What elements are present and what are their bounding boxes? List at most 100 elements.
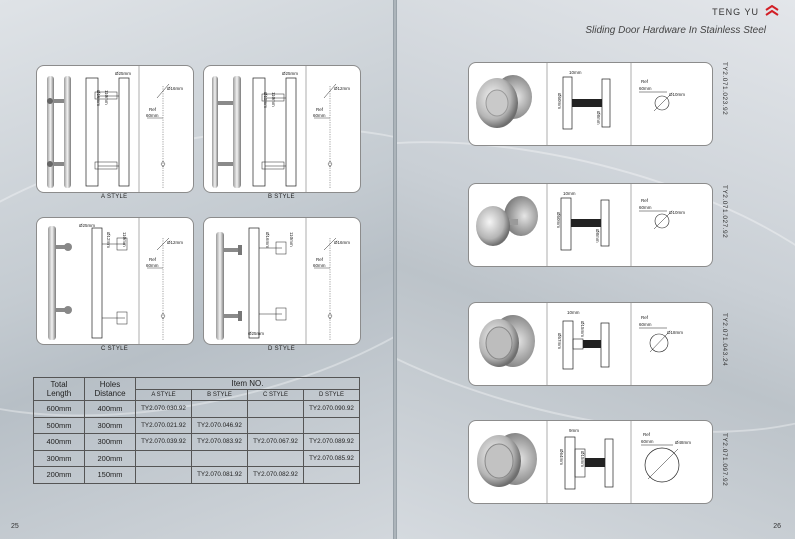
table-row: 600mm 400mm TY2.070.030.92 TY2.070.090.9… xyxy=(33,400,360,418)
knob-4-drawing: 9mm Ø64mm Ø15mm Ref 60mm Ø48mm xyxy=(477,421,691,503)
cell-length: 400mm xyxy=(33,433,85,451)
dim-ref-val-a: 60mm xyxy=(146,113,159,118)
cell-a: TY2.070.039.92 xyxy=(135,433,192,451)
dim-ref-val-d: 60mm xyxy=(313,263,326,268)
dim-v2-b: 110mm xyxy=(271,92,276,107)
knob-card-3: 10mm Ø57mm Ø15mm Ref 60mm Ø18mm xyxy=(468,302,713,386)
cell-d: TY2.070.090.92 xyxy=(303,400,360,418)
left-page: Ø25mm Ø16mm 110mm Ref 60mm Ø16mm A STYLE… xyxy=(0,0,393,539)
header-d-style: D STYLE xyxy=(303,389,360,401)
knob-4-side-dim: Ø64mm xyxy=(559,449,564,465)
knob-1-drawing: 10mm Ø50mm Ø8mm Ref 60mm Ø10mm xyxy=(476,63,685,145)
knob-3-ref-val: 60mm xyxy=(639,322,652,327)
cell-c xyxy=(247,416,304,434)
dim-v1-d: Ø16mm xyxy=(265,232,270,248)
cell-length: 500mm xyxy=(33,416,85,434)
handle-b-drawing: Ø25mm Ø12mm 110mm Ref 60mm Ø12mm xyxy=(212,66,350,192)
handle-card-a: Ø25mm Ø16mm 110mm Ref 60mm Ø16mm xyxy=(36,65,194,193)
knob-1-code: TY2.071.023.92 xyxy=(721,62,728,116)
knob-2-top-dim: 10mm xyxy=(563,191,576,196)
cell-b: TY2.070.046.92 xyxy=(191,416,248,434)
knob-4-shaft-dim: Ø15mm xyxy=(580,451,585,467)
knob-3-top-dim: 10mm xyxy=(567,310,580,315)
dim-ref-val-c: 60mm xyxy=(146,263,159,268)
knob-1-ref-val: 60mm xyxy=(639,86,652,91)
cell-c xyxy=(247,400,304,418)
cell-length: 300mm xyxy=(33,449,85,467)
style-label-d: D STYLE xyxy=(268,346,296,352)
handle-a-drawing: Ø25mm Ø16mm 110mm Ref 60mm Ø16mm xyxy=(47,66,183,192)
cell-length: 200mm xyxy=(33,466,85,484)
cell-a xyxy=(135,449,192,467)
knob-card-1: 10mm Ø50mm Ø8mm Ref 60mm Ø10mm xyxy=(468,62,713,146)
cell-c xyxy=(247,449,304,467)
dim-ref-d: Ref xyxy=(316,257,324,262)
style-label-c: C STYLE xyxy=(101,346,129,352)
cell-d xyxy=(303,466,360,484)
book-spine xyxy=(393,0,397,539)
style-label-b: B STYLE xyxy=(268,194,295,200)
cell-c: TY2.070.082.92 xyxy=(247,466,304,484)
dim-v1-a: Ø16mm xyxy=(96,90,101,106)
knob-3-ref: Ref xyxy=(641,315,649,320)
cell-a: TY2.070.030.92 xyxy=(135,400,192,418)
knob-2-shaft-dim: Ø8mm xyxy=(595,229,600,243)
knob-3-drawing: 10mm Ø57mm Ø15mm Ref 60mm Ø18mm xyxy=(479,303,683,385)
cell-b: TY2.070.081.92 xyxy=(191,466,248,484)
knob-2-drawing: 10mm Ø50mm Ø8mm Ref 60mm Ø10mm xyxy=(476,184,685,266)
knob-2-ref: Ref xyxy=(641,198,649,203)
table-row: 300mm 200mm TY2.070.085.92 xyxy=(33,449,360,467)
dim-top-d: Ø25mm xyxy=(248,331,264,336)
dim-ref-val-b: 60mm xyxy=(313,113,326,118)
table-row: 400mm 300mm TY2.070.039.92 TY2.070.083.9… xyxy=(33,433,360,451)
knob-1-ref: Ref xyxy=(641,79,649,84)
handle-card-d: Ø25mm Ø16mm 110mm Ref 60mm Ø16mm xyxy=(203,217,361,345)
knob-1-shaft-dim: Ø8mm xyxy=(596,111,601,125)
table-row: 500mm 300mm TY2.070.021.92 TY2.070.046.9… xyxy=(33,416,360,434)
style-label-a: A STYLE xyxy=(101,194,128,200)
dim-top-a: Ø25mm xyxy=(115,71,131,76)
cell-d xyxy=(303,416,360,434)
dim-top-b: Ø25mm xyxy=(282,71,298,76)
cell-d: TY2.070.085.92 xyxy=(303,449,360,467)
knob-3-shaft-dim: Ø15mm xyxy=(580,321,585,337)
cell-a: TY2.070.021.92 xyxy=(135,416,192,434)
cell-distance: 300mm xyxy=(84,433,136,451)
header-c-style: C STYLE xyxy=(247,389,304,401)
header-b-style: B STYLE xyxy=(191,389,248,401)
cell-distance: 200mm xyxy=(84,449,136,467)
page-number-left: 25 xyxy=(11,523,19,530)
cell-a xyxy=(135,466,192,484)
cell-b xyxy=(191,449,248,467)
table-subheader-row: A STYLE B STYLE C STYLE D STYLE xyxy=(34,389,360,401)
dim-ref-c: Ref xyxy=(149,257,157,262)
handle-card-c: Ø25mm Ø12mm 110mm Ref 60mm Ø12mm xyxy=(36,217,194,345)
knob-4-code: TY2.071.097.92 xyxy=(721,433,728,487)
cell-d: TY2.070.089.92 xyxy=(303,433,360,451)
knob-2-ref-val: 60mm xyxy=(639,205,652,210)
knob-1-side-dim: Ø50mm xyxy=(557,93,562,109)
dim-v2-d: 110mm xyxy=(289,232,294,247)
knob-1-top-dim: 10mm xyxy=(569,70,582,75)
cell-c: TY2.070.067.92 xyxy=(247,433,304,451)
dim-v1-c: Ø12mm xyxy=(106,232,111,248)
handle-c-drawing: Ø25mm Ø12mm 110mm Ref 60mm Ø12mm xyxy=(48,218,183,344)
brand-logo-icon xyxy=(765,5,779,16)
knob-1-hole: Ø10mm xyxy=(669,92,685,97)
header-item-no: Item NO. xyxy=(135,377,360,390)
dim-dia-d: Ø16mm xyxy=(334,240,350,245)
cell-b xyxy=(191,400,248,418)
dim-ref-b: Ref xyxy=(316,107,324,112)
dim-dia-a: Ø16mm xyxy=(167,86,183,91)
dim-v1-b: Ø12mm xyxy=(263,92,268,108)
dim-dia-c: Ø12mm xyxy=(167,240,183,245)
dim-dia-b: Ø12mm xyxy=(334,86,350,91)
knob-card-2: 10mm Ø50mm Ø8mm Ref 60mm Ø10mm xyxy=(468,183,713,267)
knob-4-top-dim: 9mm xyxy=(569,428,579,433)
knob-4-ref-val: 60mm xyxy=(641,439,654,444)
knob-3-hole: Ø18mm xyxy=(667,330,683,335)
